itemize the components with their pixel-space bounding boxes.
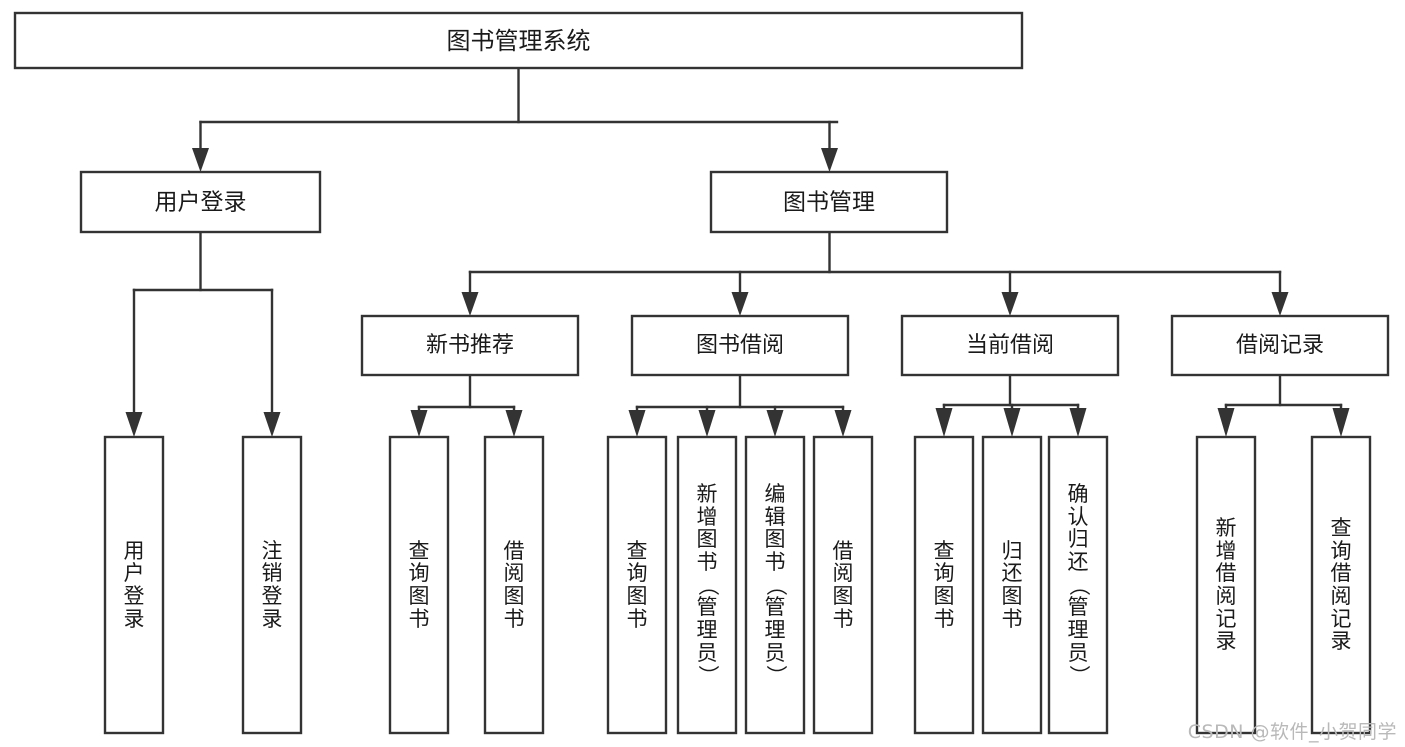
connector-new-book-rec-to-leaves: [410, 373, 523, 437]
node-box[interactable]: [360, 314, 580, 377]
node-user-login[interactable]: 用户登录: [79, 170, 322, 234]
leaf-box-add-borrow-record[interactable]: [1195, 435, 1257, 735]
node-label: 新书推荐: [426, 333, 514, 358]
arrow-head-icon: [935, 408, 953, 437]
node-borrow-record[interactable]: 借阅记录: [1170, 314, 1390, 377]
node-root[interactable]: 图书管理系统: [13, 11, 1024, 70]
arrow-head-icon: [461, 292, 479, 316]
arrow-head-icon: [1001, 292, 1019, 316]
connector-current-borrow-to-leaves: [935, 373, 1087, 437]
arrow-head-icon: [1271, 292, 1289, 316]
arrow-head-icon: [1003, 408, 1021, 437]
leaf-box-query-book-rec[interactable]: [388, 435, 450, 735]
leaf-box-add-book-admin[interactable]: [676, 435, 738, 735]
leaf-node-group: [103, 435, 1372, 735]
node-box[interactable]: [709, 170, 949, 234]
node-box[interactable]: [1170, 314, 1390, 377]
arrow-head-icon: [410, 410, 428, 437]
node-book-borrow[interactable]: 图书借阅: [630, 314, 850, 377]
leaf-box-user-login[interactable]: [103, 435, 165, 735]
node-label: 图书管理系统: [447, 27, 591, 55]
node-box[interactable]: [900, 314, 1120, 377]
arrow-head-icon: [834, 410, 852, 437]
leaf-box-query-borrow-record[interactable]: [1310, 435, 1372, 735]
arrow-head-icon: [125, 412, 143, 437]
node-box[interactable]: [630, 314, 850, 377]
leaf-box-edit-book-admin[interactable]: [744, 435, 806, 735]
arrow-head-icon: [628, 410, 646, 437]
leaf-box-return-book[interactable]: [981, 435, 1043, 735]
arrow-head-icon: [698, 410, 716, 437]
node-label: 当前借阅: [966, 333, 1054, 358]
connector-book-mgmt-to-level3: [461, 230, 1289, 316]
arrow-head-icon: [263, 412, 281, 437]
arrow-head-icon: [1217, 408, 1235, 437]
watermark-text: CSDN @软件_小贺同学: [1187, 721, 1397, 743]
node-label: 图书借阅: [696, 333, 784, 358]
leaf-box-borrow-book-rec[interactable]: [483, 435, 545, 735]
arrow-head-icon: [821, 148, 838, 172]
connector-root-to-level2: [192, 66, 839, 172]
node-label: 借阅记录: [1236, 333, 1324, 358]
node-new-book-recommend[interactable]: 新书推荐: [360, 314, 580, 377]
connector-user-login-to-leaves: [125, 230, 281, 437]
leaf-box-borrow-book[interactable]: [812, 435, 874, 735]
arrow-head-icon: [731, 292, 749, 316]
arrow-head-icon: [766, 410, 784, 437]
arrow-head-icon: [505, 410, 523, 437]
leaf-box-query-book[interactable]: [606, 435, 668, 735]
arrow-head-icon: [1069, 408, 1087, 437]
leaf-box-logout[interactable]: [241, 435, 303, 735]
leaf-box-confirm-return-admin[interactable]: [1047, 435, 1109, 735]
leaf-box-query-book-current[interactable]: [913, 435, 975, 735]
connector-book-borrow-to-leaves: [628, 373, 852, 437]
node-current-borrow[interactable]: 当前借阅: [900, 314, 1120, 377]
connector-borrow-record-to-leaves: [1217, 373, 1350, 437]
node-box[interactable]: [79, 170, 322, 234]
arrow-head-icon: [192, 148, 209, 172]
node-label: 用户登录: [155, 190, 247, 216]
node-book-management[interactable]: 图书管理: [709, 170, 949, 234]
arrow-head-icon: [1332, 408, 1350, 437]
node-label: 图书管理: [783, 190, 875, 216]
node-box[interactable]: [13, 11, 1024, 70]
